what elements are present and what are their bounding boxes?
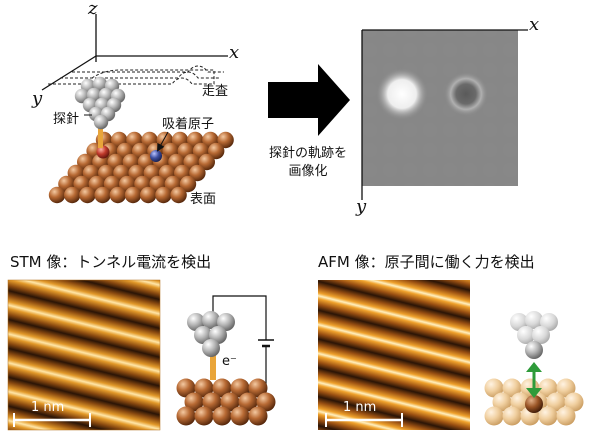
probe-atom bbox=[532, 326, 550, 344]
adatom-label: 吸着原子 bbox=[162, 117, 215, 132]
scan-trace-path bbox=[72, 65, 224, 73]
stm-heading: STM 像：トンネル電流を検出 bbox=[10, 253, 212, 271]
stm-copper-surface bbox=[176, 378, 276, 426]
tunnel-current bbox=[210, 352, 216, 380]
stm-probe-tip bbox=[187, 311, 235, 357]
copper-atom bbox=[546, 392, 566, 412]
process-arrow-icon bbox=[268, 64, 350, 136]
image-x-axis-label: x bbox=[529, 14, 540, 35]
probe-atom bbox=[194, 326, 212, 344]
afm-heading: AFM 像：原子間に働く力を検出 bbox=[318, 253, 535, 271]
copper-atom bbox=[230, 406, 250, 426]
probe-atom bbox=[92, 76, 108, 92]
copper-atom bbox=[212, 378, 232, 398]
probe-atom bbox=[217, 313, 235, 331]
probe-atom bbox=[93, 114, 109, 130]
copper-atom bbox=[109, 186, 127, 204]
adatom-blue bbox=[150, 150, 162, 162]
copper-atom bbox=[556, 378, 576, 398]
stm-circuit bbox=[176, 295, 276, 426]
copper-atom bbox=[194, 378, 214, 398]
afm-schematic bbox=[484, 311, 584, 426]
probe-tip-bond bbox=[98, 120, 103, 148]
copper-atom bbox=[484, 378, 504, 398]
copper-atom bbox=[194, 406, 214, 426]
schematic-axes bbox=[41, 14, 228, 91]
circuit-wire bbox=[212, 295, 267, 340]
trajectory-image-panel bbox=[361, 29, 528, 200]
copper-atom bbox=[179, 175, 197, 193]
copper-atom bbox=[212, 406, 232, 426]
scan-trace-path bbox=[48, 69, 215, 85]
copper-atom bbox=[217, 131, 234, 149]
copper-atom bbox=[155, 186, 172, 204]
z-axis-label: z bbox=[88, 0, 98, 19]
y-axis-label: y bbox=[32, 88, 43, 109]
bright-adatom-spot bbox=[376, 68, 428, 120]
force-arrow-icon bbox=[526, 388, 542, 398]
arrow-caption-line2: 画像化 bbox=[288, 164, 328, 179]
probe-atom bbox=[525, 311, 543, 329]
probe-atom bbox=[517, 326, 535, 344]
copper-surface bbox=[48, 131, 234, 204]
copper-atom bbox=[502, 378, 522, 398]
probe-apex-atom bbox=[525, 341, 543, 359]
copper-atom bbox=[248, 406, 268, 426]
afm-topography bbox=[318, 280, 470, 430]
arrow-caption-line1: 探針の軌跡を bbox=[268, 146, 347, 161]
x-axis-label: x bbox=[229, 42, 240, 63]
copper-atom bbox=[184, 392, 204, 412]
copper-atom bbox=[208, 142, 225, 160]
copper-atom bbox=[248, 378, 268, 398]
copper-atom bbox=[538, 378, 558, 398]
probe-atom bbox=[540, 313, 558, 331]
copper-atom bbox=[510, 392, 530, 412]
copper-atom bbox=[538, 406, 558, 426]
copper-atom bbox=[63, 186, 81, 204]
copper-atom bbox=[189, 164, 206, 182]
copper-atom bbox=[502, 406, 522, 426]
stm-image bbox=[7, 279, 161, 431]
copper-atom bbox=[256, 392, 276, 412]
stm-scale-label: 1 nm bbox=[31, 400, 65, 415]
afm-image bbox=[318, 280, 470, 430]
scan-trace-path bbox=[60, 71, 220, 79]
scan-label: 走査 bbox=[202, 84, 229, 99]
probe-tip bbox=[74, 76, 126, 130]
probe-atom bbox=[202, 339, 220, 357]
copper-atom bbox=[484, 406, 504, 426]
copper-atom bbox=[79, 186, 96, 204]
copper-atom bbox=[238, 392, 258, 412]
image-y-axis-label: y bbox=[356, 196, 367, 217]
probe-label: 探針 bbox=[53, 112, 80, 127]
copper-atom bbox=[94, 186, 111, 204]
copper-atom bbox=[140, 186, 157, 204]
surface-label: 表面 bbox=[190, 192, 217, 207]
dark-adatom-spot bbox=[444, 72, 488, 116]
copper-atom bbox=[564, 392, 584, 412]
probe-atom bbox=[202, 311, 220, 329]
copper-atom bbox=[176, 378, 196, 398]
afm-scale-label: 1 nm bbox=[343, 400, 377, 415]
copper-atom bbox=[556, 406, 576, 426]
copper-atom bbox=[124, 186, 142, 204]
afm-probe-tip bbox=[510, 311, 558, 359]
adatom-red bbox=[96, 145, 110, 159]
copper-atom bbox=[202, 392, 222, 412]
force-arrow-icon bbox=[526, 362, 542, 372]
afm-target-atom bbox=[525, 395, 543, 413]
electron-label: e⁻ bbox=[222, 354, 237, 369]
copper-atom bbox=[48, 186, 66, 204]
stm-topography bbox=[8, 280, 160, 430]
copper-atom bbox=[220, 392, 240, 412]
adatom-pointer bbox=[157, 131, 169, 152]
copper-atom bbox=[230, 378, 250, 398]
copper-atom bbox=[492, 392, 512, 412]
copper-atom bbox=[170, 186, 187, 204]
copper-atom bbox=[176, 406, 196, 426]
copper-atom bbox=[198, 153, 215, 171]
